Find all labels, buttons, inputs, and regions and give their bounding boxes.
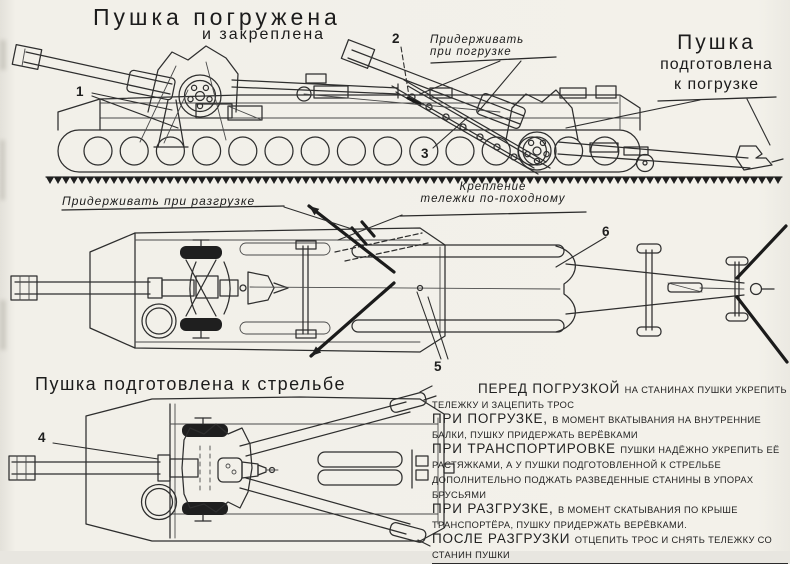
tie-down-rope [139, 65, 177, 143]
winch-cable [303, 93, 501, 113]
stowed-ramp-outline [334, 232, 423, 253]
gun-top-firing [8, 417, 279, 522]
trail-clamp [389, 392, 427, 413]
cart-bracket [555, 245, 576, 333]
label-hold-during-unloading: Придерживать при разгрузке [62, 194, 256, 208]
instruction-during-loading: ПРИ ПОГРУЗКЕ, В МОМЕНТ ВКАТЫВАНИЯ НА ВНУ… [432, 412, 788, 442]
spread-trails [239, 385, 437, 547]
instructions-block: ПЕРЕД ПОГРУЗКОЙ НА СТАНИНАХ ПУШКИ УКРЕПИ… [432, 382, 788, 564]
callout-4: 4 [38, 430, 46, 445]
line-art [8, 39, 789, 547]
label-line: к погрузке [674, 75, 759, 93]
bed-beam [239, 242, 331, 256]
ammo-racks [317, 449, 429, 489]
gun-shield-top [181, 423, 253, 513]
muzzle-brake [10, 275, 38, 301]
fig-side-view [11, 39, 784, 184]
instruction-before-loading: ПЕРЕД ПОГРУЗКОЙ НА СТАНИНАХ ПУШКИ УКРЕПИ… [432, 382, 788, 412]
shackle [406, 96, 422, 106]
label-line: тележки по-походному [420, 193, 566, 206]
fig1-subtitle: и закреплена [202, 26, 326, 43]
callout-1: 1 [76, 84, 84, 99]
gun-barrel [351, 49, 525, 117]
transporter-side [57, 85, 641, 173]
instruction-text: НА СТАНИНАХ ПУШКИ УКРЕПИТЬ ТЕЛЕЖКУ И ЗАЦ… [432, 385, 787, 410]
muzzle-brake [340, 39, 376, 69]
breech-block [217, 457, 243, 483]
transporter-top [89, 227, 446, 353]
tow-cable [249, 286, 561, 290]
trail-beam [239, 487, 407, 535]
callout-3: 3 [421, 146, 429, 161]
instruction-after-unloading: ПОСЛЕ РАЗГРУЗКИ ОТЦЕПИТЬ ТРОС И СНЯТЬ ТЕ… [432, 532, 788, 564]
winch-box [227, 105, 263, 121]
instruction-text: В МОМЕНТ ВКАТЫВАНИЯ НА ВНУТРЕННИЕ БАЛКИ,… [432, 415, 762, 440]
rope [735, 224, 788, 280]
gun-prepared-for-loading [303, 39, 784, 173]
ramp-holes [408, 93, 518, 161]
label-line: Придерживать [430, 34, 525, 46]
label-hold-during-loading: Придерживать при погрузке [430, 34, 524, 58]
callout-2: 2 [392, 31, 400, 46]
scan-smudge [0, 40, 6, 70]
ring-mount [140, 483, 178, 521]
instruction-text: ПУШКИ НАДЁЖНО УКРЕПИТЬ ЕЁ РАСТЯЖКАМИ, А … [432, 445, 780, 500]
ground-hatch [46, 177, 782, 184]
bed-beam [239, 321, 331, 335]
gun-barrel [25, 51, 173, 85]
fig-top-view-firing [8, 385, 455, 547]
rope-arrowhead [309, 206, 320, 216]
loaded-gun [11, 43, 399, 148]
instruction-keyword: ПРИ ТРАНСПОРТИРОВКЕ [432, 441, 616, 456]
trail-roller [635, 153, 655, 173]
instruction-keyword: ПОСЛЕ РАЗГРУЗКИ [432, 531, 571, 546]
winch-pulley [296, 86, 312, 102]
fig1-title: Пушка погружена [93, 4, 341, 30]
label-line: подготовлена [660, 56, 773, 74]
trail-beam [239, 401, 407, 447]
callout-6: 6 [602, 224, 610, 239]
muzzle-brake [11, 43, 43, 71]
instruction-during-transport: ПРИ ТРАНСПОРТИРОВКЕ ПУШКИ НАДЁЖНО УКРЕПИ… [432, 442, 788, 502]
label-line: Пушка [677, 31, 756, 54]
holding-ropes [307, 204, 789, 364]
fig-top-view-travel [10, 204, 789, 364]
trail-beam [351, 244, 565, 258]
instruction-text: В МОМЕНТ СКАТЫВАНИЯ ПО КРЫШЕ ТРАНСПОРТЁР… [432, 505, 738, 530]
label-line: Крепление [459, 181, 527, 193]
tie-down-rope [205, 61, 227, 141]
ammo-box [317, 451, 403, 468]
tow-hook [443, 463, 455, 474]
label-line: при погрузке [430, 46, 512, 59]
trail-clamp [389, 522, 427, 543]
rope [735, 295, 789, 364]
fig3-title: Пушка подготовлена к стрельбе [35, 374, 347, 394]
gun-wheel-top [182, 424, 228, 437]
rope [309, 281, 396, 358]
gun-top-travel [10, 239, 289, 339]
instruction-keyword: ПРИ РАЗГРУЗКЕ, [432, 501, 554, 516]
road-wheels [83, 136, 620, 166]
towing-lunette [749, 282, 763, 296]
trail-beam [351, 319, 565, 333]
gun-wheel-top [180, 246, 222, 259]
callout-5: 5 [434, 359, 442, 374]
loading-ramp [391, 79, 551, 175]
muzzle-brake [8, 455, 36, 481]
instruction-keyword: ПЕРЕД ПОГРУЗКОЙ [478, 381, 621, 396]
scan-smudge [0, 140, 5, 200]
rope [307, 204, 396, 274]
cable-hook [416, 284, 424, 292]
scan-smudge [0, 300, 6, 350]
label-cart-mount-travel: Крепление тележки по-походному [396, 181, 590, 205]
trail-spade [735, 145, 773, 171]
instruction-during-unloading: ПРИ РАЗГРУЗКЕ, В МОМЕНТ СКАТЫВАНИЯ ПО КР… [432, 502, 788, 532]
instruction-keyword: ПРИ ПОГРУЗКЕ, [432, 411, 548, 426]
label-gun-prepared-for-loading: Пушка подготовлена к погрузке [643, 31, 790, 94]
ammo-box [317, 469, 403, 486]
rope-arrowhead [311, 346, 322, 356]
closed-trails-and-cart [249, 240, 775, 339]
gun-wheel-top [180, 318, 222, 331]
ring-mount [141, 303, 177, 339]
